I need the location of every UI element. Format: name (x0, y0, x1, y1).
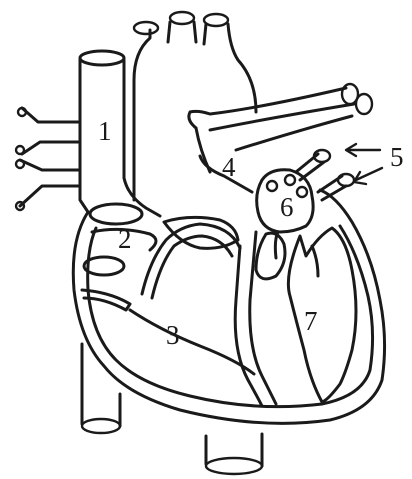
arrows-to-label-5 (346, 144, 382, 184)
label-3: 3 (166, 320, 180, 350)
label-5: 5 (390, 142, 404, 172)
left-side-vessels (16, 108, 80, 210)
label-2: 2 (118, 224, 132, 254)
label-1: 1 (98, 116, 112, 146)
label-7: 7 (304, 306, 318, 336)
aortic-arch (134, 12, 256, 200)
label-6: 6 (280, 192, 294, 222)
septum-and-valves (82, 217, 276, 406)
superior-vena-cava (80, 51, 160, 216)
pulmonary-artery (189, 84, 372, 192)
label-4: 4 (222, 152, 236, 182)
descending-aorta (206, 434, 262, 474)
